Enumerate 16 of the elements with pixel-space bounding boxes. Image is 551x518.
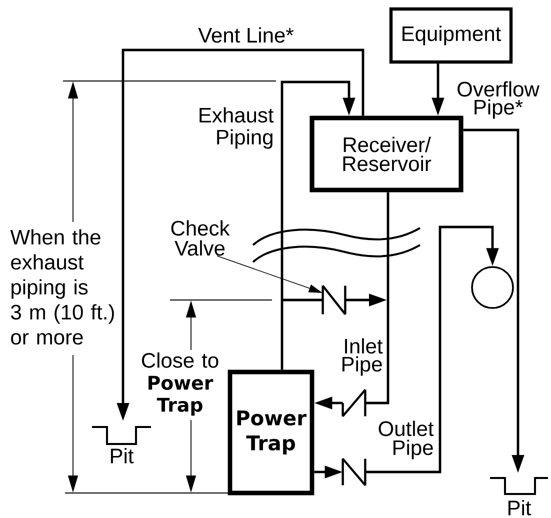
equipment-box: Equipment — [389, 7, 513, 64]
callout-label: Check Valve — [171, 220, 230, 256]
check-valve-symbol — [342, 458, 366, 486]
check-valve-symbol — [342, 388, 366, 418]
dimension-label: When the exhaust piping is 3 m (10 ft.) or more — [10, 229, 114, 345]
dimension-label: Close to Power Trap — [142, 352, 218, 416]
pipe-line — [282, 298, 323, 302]
edge-label: Vent Line* — [198, 27, 294, 43]
circle — [471, 266, 514, 309]
pipe-line — [365, 192, 390, 404]
power-trap-box: Power Trap — [228, 370, 314, 496]
check-valve-symbol — [322, 284, 346, 316]
edge-label: Inlet Pipe — [342, 338, 383, 376]
edge-label: Exhaust Piping — [200, 107, 274, 149]
pipe-arrow — [280, 80, 356, 370]
receiver-box: Receiver/ Reservoir — [310, 116, 464, 192]
